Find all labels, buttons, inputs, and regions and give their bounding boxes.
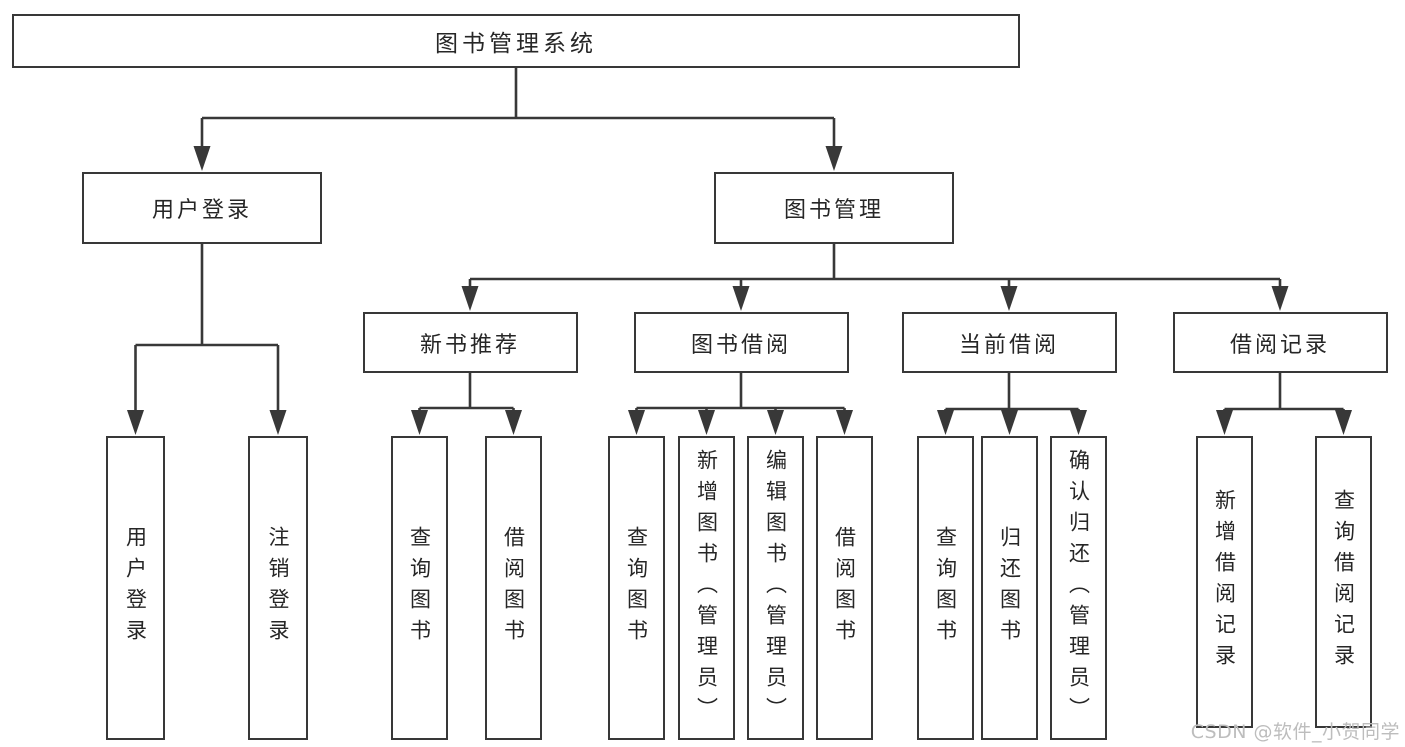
node-edit-books-admin: 编辑图书（管理员） [747, 436, 804, 740]
arrowhead-icon [193, 146, 211, 171]
node-query-borrow-record: 查询借阅记录 [1315, 436, 1372, 728]
node-root: 图书管理系统 [12, 14, 1020, 68]
node-user-login-leaf: 用户登录 [106, 436, 165, 740]
connector-root [202, 68, 834, 120]
arrowhead-icon [1001, 410, 1018, 435]
node-logout-leaf: 注销登录 [248, 436, 308, 740]
arrowhead-icon [1271, 286, 1289, 311]
arrowhead-icon [127, 410, 144, 435]
connector-book-management [470, 244, 1280, 281]
arrowhead-icon [698, 410, 715, 435]
arrowhead-icon [1000, 286, 1018, 311]
node-new-book-recommend: 新书推荐 [362, 312, 578, 373]
node-borrow-books-borrowing: 借阅图书 [816, 436, 873, 740]
node-query-books-current: 查询图书 [917, 436, 974, 740]
arrowhead-icon [461, 286, 479, 311]
connector-book-borrowing [636, 373, 845, 410]
node-book-borrowing: 图书借阅 [633, 312, 849, 373]
node-book-management: 图书管理 [714, 172, 954, 244]
node-borrowing-records: 借阅记录 [1172, 312, 1388, 373]
connector-user-login [135, 244, 278, 347]
arrowhead-icon [1070, 410, 1087, 435]
arrowhead-icon [937, 410, 954, 435]
node-add-borrow-record: 新增借阅记录 [1196, 436, 1253, 728]
connector-new-book-recommend [419, 373, 514, 410]
node-user-login: 用户登录 [82, 172, 322, 244]
arrowhead-icon [269, 410, 287, 435]
node-borrow-books-recommend: 借阅图书 [485, 436, 542, 740]
connector-current-borrowing [945, 373, 1079, 411]
arrowhead-icon [767, 410, 784, 435]
node-return-books: 归还图书 [981, 436, 1038, 740]
arrowhead-icon [836, 410, 853, 435]
node-add-books-admin: 新增图书（管理员） [678, 436, 735, 740]
arrowhead-icon [732, 286, 750, 311]
watermark: CSDN @软件_小贺同学 [1190, 721, 1400, 743]
connector-borrowing-records [1224, 373, 1344, 411]
node-query-books-recommend: 查询图书 [391, 436, 448, 740]
arrowhead-icon [628, 410, 645, 435]
node-query-books-borrowing: 查询图书 [608, 436, 665, 740]
arrowhead-icon [505, 410, 522, 435]
arrowhead-icon [1335, 410, 1352, 435]
arrowhead-icon [1216, 410, 1233, 435]
node-confirm-return-admin: 确认归还（管理员） [1050, 436, 1107, 740]
arrowhead-icon [411, 410, 428, 435]
arrowhead-icon [825, 146, 843, 171]
node-current-borrowing: 当前借阅 [901, 312, 1117, 373]
